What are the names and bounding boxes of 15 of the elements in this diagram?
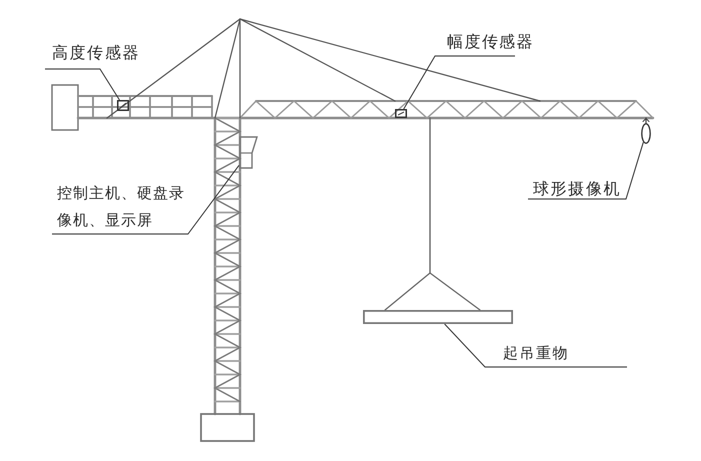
leader-line xyxy=(528,142,644,200)
part-label: 控制主机、硬盘录像机、显示屏 xyxy=(52,180,188,234)
part-label: 高度传感器 xyxy=(45,43,141,69)
leader-line xyxy=(403,56,516,110)
part-label: 幅度传感器 xyxy=(435,32,535,56)
leader-line xyxy=(44,68,120,100)
part-label: 起吊重物 xyxy=(485,344,628,367)
sensor-box xyxy=(395,109,407,118)
part-label: 球形摄像机 xyxy=(528,179,626,199)
leader-line xyxy=(444,324,628,368)
cabin-box xyxy=(239,136,258,169)
load-plate xyxy=(363,310,513,324)
leader-line xyxy=(52,164,240,234)
sensor-box xyxy=(117,100,129,111)
camera-symbol xyxy=(641,123,651,144)
